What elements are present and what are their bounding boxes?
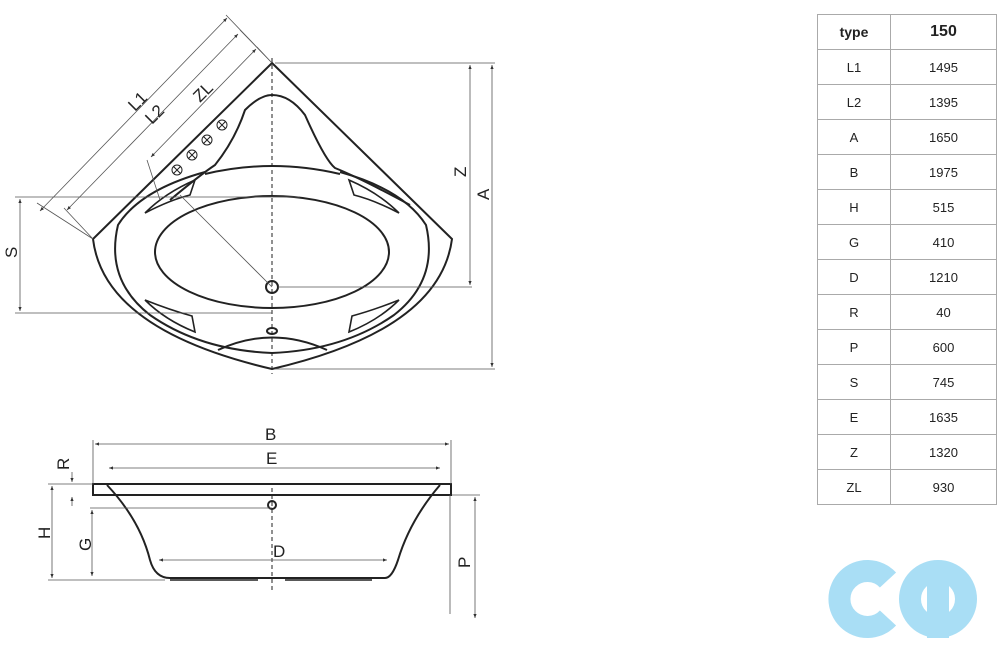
row-label: R: [817, 294, 891, 330]
row-label: P: [817, 329, 891, 365]
row-label: S: [817, 364, 891, 400]
top-labels: L1 L2 ZL Z A S: [2, 78, 493, 258]
bowl-bottom: [217, 336, 328, 351]
jet-icons: [171, 119, 228, 176]
row-label: D: [817, 259, 891, 295]
header-label: type: [817, 14, 891, 50]
tub-body: [106, 484, 441, 579]
row-label: B: [817, 154, 891, 190]
row-value: 1650: [890, 119, 997, 155]
label-d: D: [273, 542, 285, 561]
label-b: B: [265, 425, 276, 444]
table-header: type 150: [817, 14, 997, 50]
bowl-basin: [154, 195, 390, 309]
row-value: 1635: [890, 399, 997, 435]
top-dimensions: [15, 14, 495, 370]
row-label: E: [817, 399, 891, 435]
row-value: 1210: [890, 259, 997, 295]
label-g: G: [76, 538, 95, 551]
side-labels: B E R H G D P: [35, 425, 474, 568]
row-value: 745: [890, 364, 997, 400]
row-value: 930: [890, 469, 997, 505]
row-label: H: [817, 189, 891, 225]
row-label: ZL: [817, 469, 891, 505]
side-view: [92, 483, 452, 590]
headrest: [169, 93, 411, 206]
row-value: 1395: [890, 84, 997, 120]
brand-logo-icon: [828, 560, 977, 638]
label-h: H: [35, 527, 54, 539]
row-value: 1320: [890, 434, 997, 470]
header-value: 150: [890, 14, 997, 50]
armrest-tr: [347, 178, 400, 214]
row-value: 40: [890, 294, 997, 330]
armrest-bl: [144, 299, 197, 334]
label-a: A: [474, 188, 493, 200]
label-z: Z: [451, 167, 470, 177]
side-dimensions: [48, 440, 480, 618]
row-label: L1: [817, 49, 891, 85]
label-e: E: [266, 449, 277, 468]
row-label: A: [817, 119, 891, 155]
row-value: 1495: [890, 49, 997, 85]
row-value: 410: [890, 224, 997, 260]
armrest-br: [347, 299, 400, 334]
row-value: 515: [890, 189, 997, 225]
row-value: 1975: [890, 154, 997, 190]
row-value: 600: [890, 329, 997, 365]
row-label: Z: [817, 434, 891, 470]
label-r: R: [54, 458, 73, 470]
row-label: G: [817, 224, 891, 260]
label-s: S: [2, 247, 21, 258]
label-zl: ZL: [189, 78, 216, 105]
label-p: P: [455, 557, 474, 568]
row-label: L2: [817, 84, 891, 120]
